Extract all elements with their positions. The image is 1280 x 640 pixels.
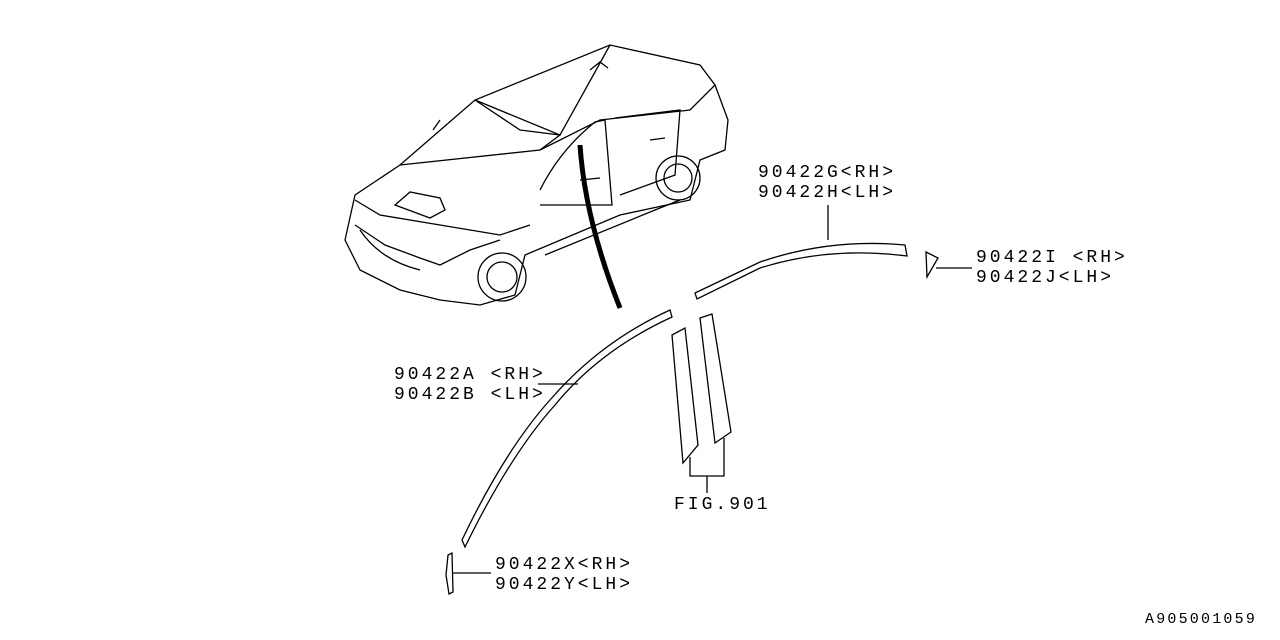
diagram-id: A905001059 xyxy=(1145,611,1258,628)
callout-90422A: 90422A <RH> xyxy=(394,365,546,385)
fig-reference: FIG.901 xyxy=(674,495,771,515)
callout-90422Y: 90422Y<LH> xyxy=(495,575,634,595)
callout-90422J: 90422J<LH> xyxy=(976,268,1115,288)
callout-90422B: 90422B <LH> xyxy=(394,385,546,405)
callout-90422I: 90422I <RH> xyxy=(976,248,1128,268)
callout-90422H: 90422H<LH> xyxy=(758,183,897,203)
part-end-cap xyxy=(445,551,491,595)
part-roof-molding-rear xyxy=(694,205,908,300)
callout-90422X: 90422X<RH> xyxy=(495,555,634,575)
part-quarter-trim xyxy=(925,250,972,280)
car-illustration xyxy=(344,44,729,309)
part-pillar-garnish xyxy=(671,313,732,493)
part-roof-molding-front xyxy=(461,309,673,549)
callout-90422G: 90422G<RH> xyxy=(758,163,897,183)
